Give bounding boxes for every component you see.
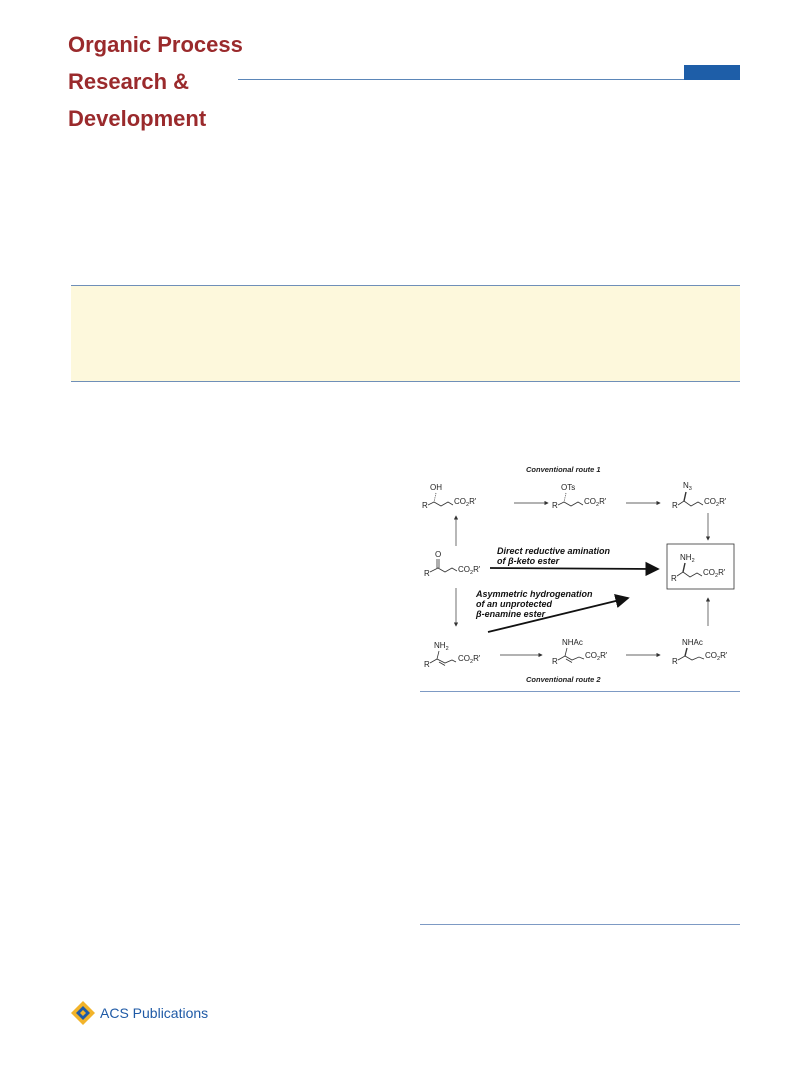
molecule-amino-ester: NH2 R CO2R'	[671, 553, 726, 583]
group-co2r: CO2R'	[705, 651, 728, 662]
journal-title-line-2: Research &	[68, 69, 190, 94]
group-r: R	[424, 660, 430, 669]
arrow-direct-amination	[489, 561, 660, 577]
abstract-band	[71, 285, 740, 382]
group-r: R	[671, 574, 677, 583]
journal-title-line-3: Development	[68, 106, 207, 131]
group-nhac: NHAc	[562, 638, 583, 647]
molecule-keto-ester: O R CO2R'	[424, 550, 481, 578]
group-r: R	[552, 657, 558, 666]
group-co2r: CO2R'	[584, 497, 607, 508]
group-co2r: CO2R'	[458, 654, 481, 665]
group-oh: OH	[430, 483, 442, 492]
molecule-azide: N3 R CO2R'	[672, 481, 727, 510]
group-r: R	[672, 501, 678, 510]
asym-hydrogenation-label-3: β-enamine ester	[475, 609, 546, 619]
target-box	[666, 543, 735, 590]
group-r: R	[552, 501, 558, 510]
reaction-scheme-figure: Conventional route 1 Conventional route …	[420, 458, 740, 690]
route-2-label: Conventional route 2	[526, 675, 601, 684]
molecule-enamine-ester: NH2 R CO2R'	[424, 641, 481, 669]
journal-title: Organic Process Research & Development	[68, 26, 248, 137]
arrow-asym-hydrogenation	[487, 593, 630, 633]
group-co2r: CO2R'	[458, 565, 481, 576]
group-o: O	[435, 550, 441, 559]
figure-rule-bottom	[420, 924, 740, 925]
acs-seal-icon	[71, 1001, 95, 1025]
group-co2r: CO2R'	[703, 568, 726, 579]
group-nh2: NH2	[434, 641, 449, 652]
direct-amination-label-1: Direct reductive amination	[497, 546, 611, 556]
group-nhac: NHAc	[682, 638, 703, 647]
molecule-tosylate: OTs R CO2R'	[552, 483, 607, 510]
molecule-acetyl-amino-ester: NHAc R CO2R'	[672, 638, 728, 666]
group-n3: N3	[683, 481, 692, 492]
molecule-acetyl-enamine: NHAc R CO2R'	[552, 638, 608, 666]
group-nh2: NH2	[680, 553, 695, 564]
asym-hydrogenation-label-1: Asymmetric hydrogenation	[475, 589, 593, 599]
header-tab	[684, 65, 740, 80]
group-ots: OTs	[561, 483, 575, 492]
reaction-scheme: Conventional route 1 Conventional route …	[422, 465, 735, 684]
figure-rule-top	[420, 691, 740, 692]
molecule-hydroxy-ester: OH R CO2R'	[422, 483, 477, 510]
group-r: R	[424, 569, 430, 578]
route-1-label: Conventional route 1	[526, 465, 601, 474]
asym-hydrogenation-label-2: of an unprotected	[476, 599, 553, 609]
group-r: R	[422, 501, 428, 510]
header-rule	[238, 79, 739, 80]
publisher-name: ACS Publications	[100, 1005, 209, 1021]
group-co2r: CO2R'	[585, 651, 608, 662]
group-r: R	[672, 657, 678, 666]
group-co2r: CO2R'	[454, 497, 477, 508]
group-co2r: CO2R'	[704, 497, 727, 508]
direct-amination-label-2: of β-keto ester	[497, 556, 560, 566]
journal-title-line-1: Organic Process	[68, 32, 243, 57]
acs-publications-logo[interactable]: ACS Publications	[70, 1000, 210, 1030]
